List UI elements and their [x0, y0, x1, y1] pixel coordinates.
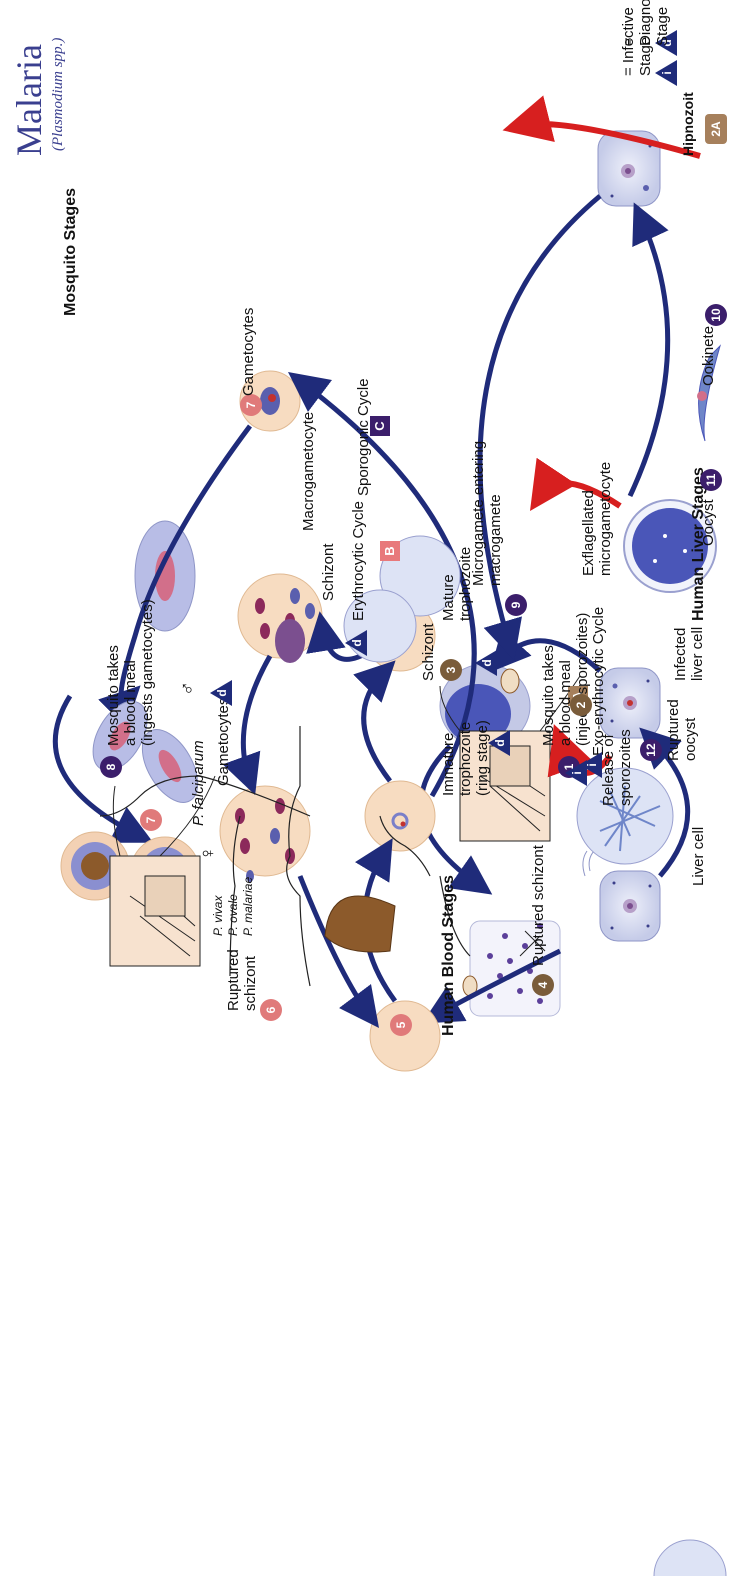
diagnostic-marker-gametocytes: d: [210, 680, 232, 706]
stage-7-number-top: 7: [240, 394, 262, 416]
female-symbol: ♀: [200, 846, 217, 861]
stage-12-number: 12: [640, 739, 662, 761]
legend-infective-icon: i: [655, 60, 677, 86]
diagnostic-marker-mature: d: [475, 650, 497, 676]
arrow-ookinete-to-oocyst: [520, 124, 700, 156]
section-mosquito-title: Mosquito Stages: [62, 188, 80, 316]
cycle-b-label: Erythrocytic Cycle: [350, 501, 367, 621]
stage-11-label: Oocyst: [700, 499, 717, 546]
liver-cell-label: Liver cell: [690, 827, 707, 886]
male-symbol: ♂: [180, 681, 197, 696]
stage-12-label: Ruptured oocyst: [665, 699, 699, 761]
blood-schizont-label: Schizont: [320, 543, 337, 601]
diagnostic-marker-ring: d: [488, 730, 510, 756]
stage-2-number: 2: [570, 694, 592, 716]
immature-trophozoite-label: Immature trophozoite (ring stage): [440, 720, 491, 796]
stage-8-number: 8: [100, 756, 122, 778]
stage-9-number: 9: [505, 594, 527, 616]
cycle-b-marker: B: [380, 541, 400, 561]
stage-5-number: 5: [390, 1014, 412, 1036]
page-subtitle: (Plasmodium spp.): [50, 38, 67, 151]
page-title: Malaria: [8, 44, 50, 156]
stage-11-number: 11: [700, 469, 722, 491]
section-blood-title: Human Blood Stages: [440, 875, 458, 1036]
exflagellated-microgametocyte-icon: [275, 619, 305, 663]
stage-4-label: Ruptured schizont: [530, 845, 547, 966]
stage-6-label: Ruptured schizont: [225, 949, 259, 1011]
stage-10-label: Ookinete: [700, 326, 717, 386]
stage-1-label: Mosquito takes a blood meal (injects spo…: [540, 613, 591, 746]
gametocytes-top-label: Gametocytes: [240, 308, 257, 396]
stage-7-number: 7: [140, 809, 162, 831]
stage-2a-number: 2A: [705, 114, 727, 144]
stage-8-label: Mosquito takes a blood meal (ingests gam…: [105, 599, 156, 746]
stage-3-number: 3: [440, 659, 462, 681]
mature-trophozoite-label: Mature trophozoite: [440, 547, 474, 621]
stage-10-number: 10: [705, 304, 727, 326]
species-malariae-label: P. malariae: [240, 877, 257, 936]
diagnostic-marker-schizont: d: [345, 630, 367, 656]
macrogametocyte-label: Macrogametocyte: [300, 412, 317, 531]
stage-6-number: 6: [260, 999, 282, 1021]
stage-2-label: Infected liver cell: [672, 627, 706, 681]
microgamete-entering-label: Microgamete entering macrogamete: [470, 441, 504, 586]
legend-diagnostic-text: = Diagnostic Stage: [620, 0, 671, 46]
species-falciparum-label: P. falciparum: [190, 740, 207, 826]
exflagellated-label: Exflagellated microgametocyte: [580, 462, 614, 576]
infective-marker-12: i: [565, 760, 587, 786]
stage-2a-label: Hipnozoit: [680, 92, 696, 156]
cycle-c-marker: C: [370, 416, 390, 436]
stage-3-label: Schizont: [420, 623, 437, 681]
gametocytes-main-label: Gametocytes: [215, 698, 232, 786]
cycle-c-label: Sporogonic Cycle: [355, 378, 372, 496]
release-sporozoites-label: Release of sporozoites: [600, 729, 634, 806]
stage-4-number: 4: [532, 974, 554, 996]
